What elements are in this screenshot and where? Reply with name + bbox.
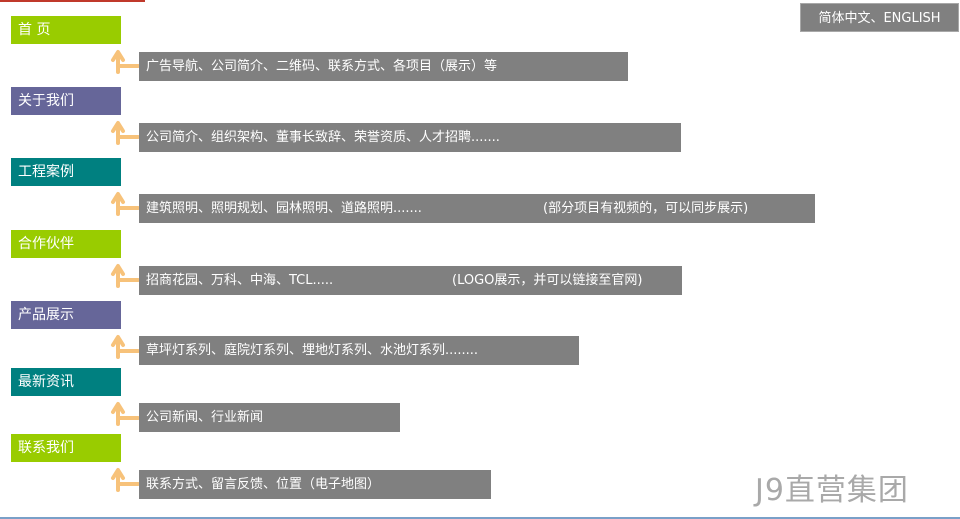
arrow-icon	[111, 264, 140, 288]
category-about-desc: 公司简介、组织架构、董事长致辞、荣誉资质、人才招聘.......	[139, 123, 681, 152]
bottom-border-line	[0, 517, 960, 519]
category-projects: 工程案例	[11, 158, 121, 186]
top-accent-line	[0, 0, 145, 2]
category-home-desc: 广告导航、公司简介、二维码、联系方式、各项目（展示）等	[139, 52, 628, 81]
arrow-icon	[111, 402, 140, 426]
category-about: 关于我们	[11, 87, 121, 115]
category-news-desc: 公司新闻、行业新闻	[139, 403, 400, 432]
category-home: 首 页	[11, 16, 121, 44]
arrow-icon	[111, 50, 140, 74]
category-news: 最新资讯	[11, 368, 121, 396]
category-projects-desc: 建筑照明、照明规划、园林照明、道路照明....... (部分项目有视频的，可以同…	[139, 194, 815, 223]
category-partners-note: (LOGO展示，并可以链接至官网)	[452, 273, 643, 288]
category-products: 产品展示	[11, 301, 121, 329]
watermark-logo: J9直营集团	[755, 473, 909, 508]
arrow-icon	[111, 192, 140, 216]
category-contact-desc: 联系方式、留言反馈、位置（电子地图）	[139, 470, 491, 499]
language-switch[interactable]: 简体中文、ENGLISH	[800, 3, 959, 32]
category-projects-note: (部分项目有视频的，可以同步展示)	[543, 201, 749, 216]
category-products-desc: 草坪灯系列、庭院灯系列、埋地灯系列、水池灯系列........	[139, 336, 579, 365]
arrow-icon	[111, 335, 140, 359]
arrow-icon	[111, 468, 140, 492]
category-partners: 合作伙伴	[11, 230, 121, 258]
category-partners-desc: 招商花园、万科、中海、TCL..... (LOGO展示，并可以链接至官网)	[139, 266, 682, 295]
arrow-icon	[111, 121, 140, 145]
category-contact: 联系我们	[11, 434, 121, 462]
